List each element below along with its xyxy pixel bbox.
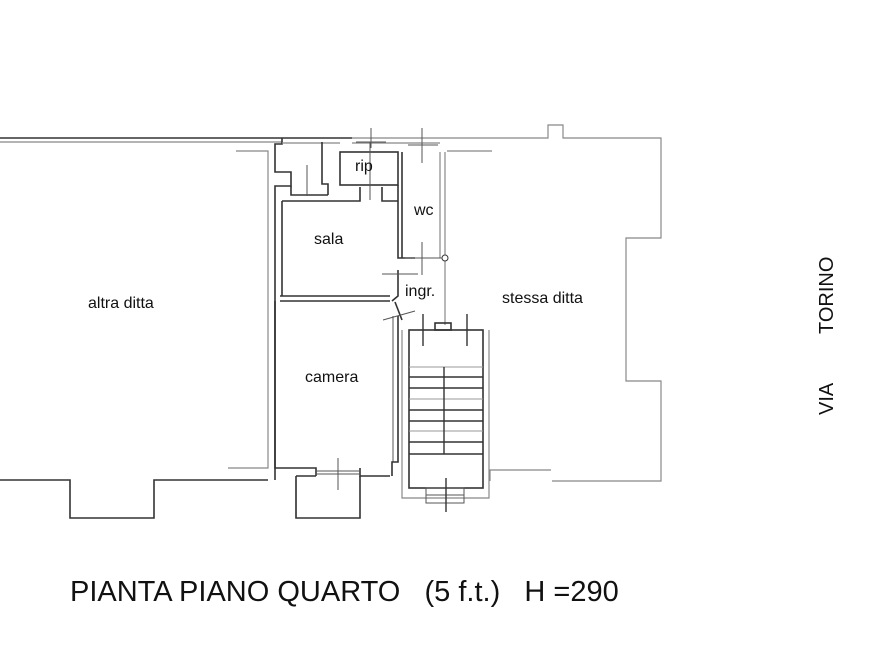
stairwell — [401, 314, 490, 512]
room-label-ingr: ingr. — [405, 283, 436, 300]
street-label-via: VIA — [816, 382, 838, 415]
room-label-camera: camera — [305, 369, 359, 386]
plan-title: PIANTA PIANO QUARTO (5 f.t.) H =290 — [70, 576, 619, 608]
room-label-sala: sala — [314, 231, 344, 248]
opening-marks — [306, 128, 442, 321]
room-label-stessa-ditta: stessa ditta — [502, 290, 583, 307]
interior-walls — [274, 142, 449, 519]
room-label-wc: wc — [414, 202, 434, 219]
outer-walls — [0, 124, 662, 519]
room-label-altra-ditta: altra ditta — [88, 295, 154, 312]
street-label-torino: TORINO — [816, 256, 838, 334]
room-label-rip: rip — [355, 158, 373, 175]
